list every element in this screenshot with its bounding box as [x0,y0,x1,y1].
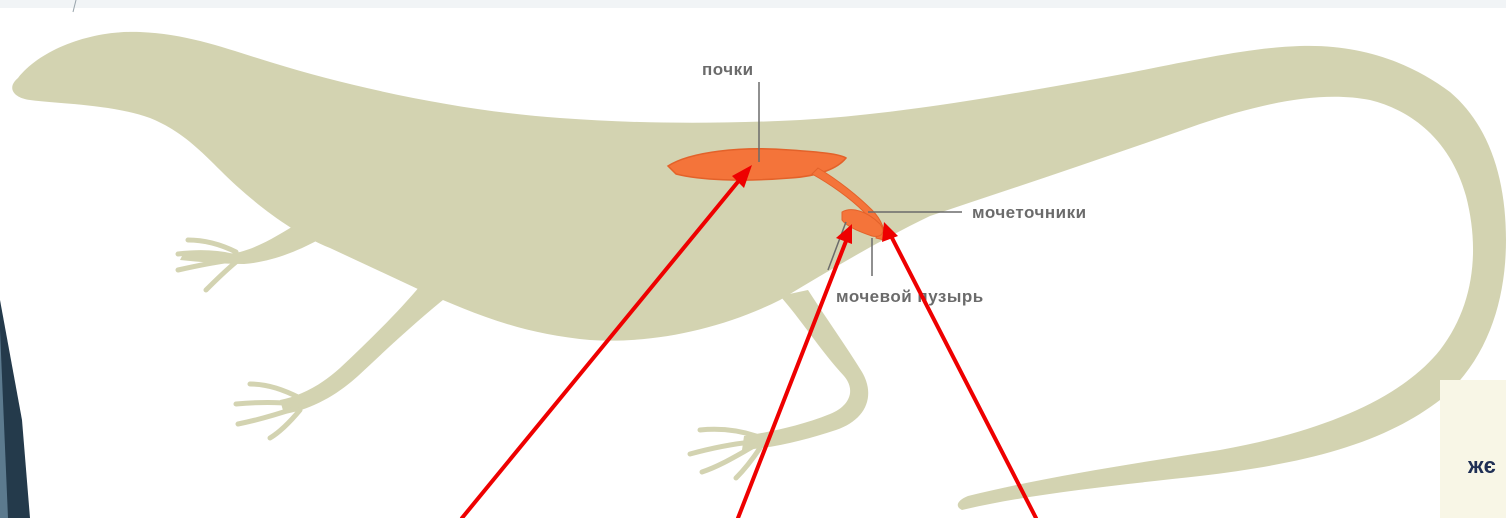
kidneys-label: почки [702,60,754,79]
top-strip [0,0,1506,8]
side-card-bg [1440,380,1506,518]
side-card: жє [1440,380,1506,518]
ureters-label: мочеточники [972,203,1087,222]
bladder-label: мочевой пузырь [836,287,984,306]
side-card-text: жє [1467,453,1496,478]
